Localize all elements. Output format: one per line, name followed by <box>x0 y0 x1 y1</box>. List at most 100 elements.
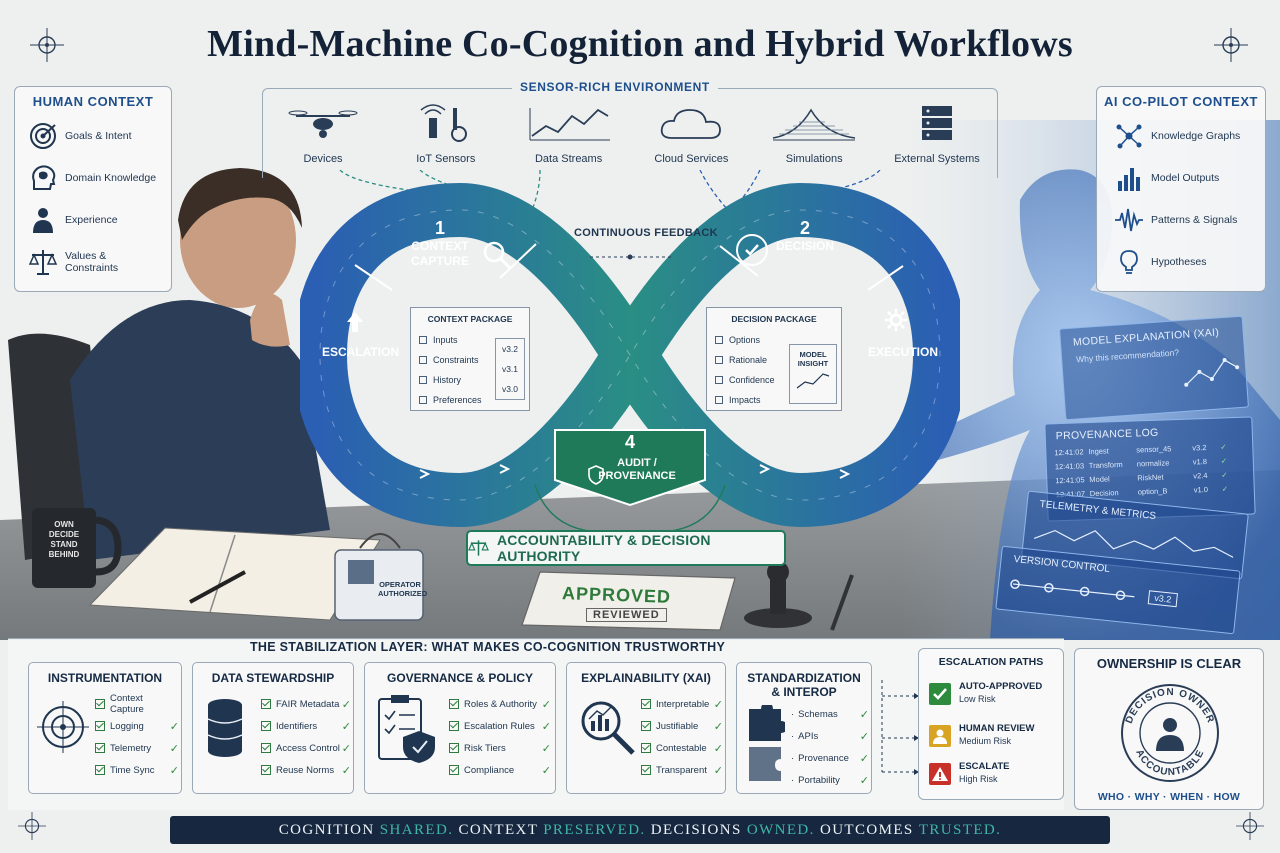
checklist-item: ·Schemas✓ <box>791 708 869 721</box>
magnifier-icon <box>483 241 513 271</box>
checklist-item: ·Provenance✓ <box>791 752 869 765</box>
segment-divider <box>719 245 759 277</box>
target-icon <box>21 119 65 153</box>
human-context-item: Experience <box>21 199 171 241</box>
human-context-panel: HUMAN CONTEXT Goals & Intent Domain Know… <box>14 86 172 292</box>
instrumentation-card: INSTRUMENTATION Context Capture Logging✓… <box>28 662 182 794</box>
data-stewardship-card: DATA STEWARDSHIP FAIR Metadata✓ Identifi… <box>192 662 354 794</box>
checklist-item: Logging✓ <box>95 715 179 737</box>
ai-context-panel: AI CO-PILOT CONTEXT Knowledge Graphs Mod… <box>1096 86 1266 292</box>
human-context-title: HUMAN CONTEXT <box>32 94 154 109</box>
trend-chart-icon <box>796 373 830 389</box>
environment-item: Data Streams <box>514 104 624 165</box>
stage-escalation: ESCALATION <box>322 345 400 359</box>
page-title: Mind-Machine Co-Cognition and Hybrid Wor… <box>207 23 1073 65</box>
context-package-item: Inputs <box>419 330 482 350</box>
crosshair-icon <box>18 812 46 840</box>
checklist-item: FAIR Metadata✓ <box>261 693 351 715</box>
shield-icon <box>588 465 604 485</box>
environment-title: SENSOR-RICH ENVIRONMENT <box>512 80 718 94</box>
ai-context-item: Hypotheses <box>1107 241 1265 283</box>
explainability-card: EXPLAINABILITY (XAI) Interpretable✓ Just… <box>566 662 726 794</box>
stage-execution: EXECUTION <box>868 345 939 359</box>
stage-audit-provenance: 4 AUDIT / PROVENANCE <box>598 432 676 482</box>
stage-context-capture: 1 CONTEXT CAPTURE <box>410 218 469 268</box>
checklist-item: Escalation Rules✓ <box>449 715 551 737</box>
gear-icon <box>885 309 907 331</box>
ai-context-item: Patterns & Signals <box>1107 199 1265 241</box>
checklist-item: Contestable✓ <box>641 737 723 759</box>
decision-package-item: Confidence <box>715 370 775 390</box>
arrow-up-icon <box>347 312 363 332</box>
person-icon <box>21 203 65 237</box>
checklist-item: Telemetry✓ <box>95 737 179 759</box>
context-package: CONTEXT PACKAGE Inputs Constraints Histo… <box>410 307 530 411</box>
audit-segment <box>554 429 706 507</box>
segment-divider <box>354 264 393 291</box>
checklist-item: Access Control✓ <box>261 737 351 759</box>
human-context-item: Values & Constraints <box>21 241 171 283</box>
checklist-item: ·APIs✓ <box>791 730 869 743</box>
crosshair-icon <box>1214 28 1248 62</box>
feedback-dot <box>627 254 633 260</box>
crosshair-target-icon <box>37 701 89 753</box>
warning-icon <box>929 763 951 785</box>
checklist-item: Roles & Authority✓ <box>449 693 551 715</box>
decision-package: DECISION PACKAGE Options Rationale Confi… <box>706 307 842 411</box>
decision-owner-seal: DECISION OWNER ACCOUNTABLE <box>1121 684 1219 782</box>
version-timeline-icon <box>1010 579 1135 601</box>
xai-panel: MODEL EXPLANATION (XAI) Why this recomme… <box>1059 315 1249 421</box>
human-context-item: Goals & Intent <box>21 115 171 157</box>
crosshair-icon <box>30 28 64 62</box>
telemetry-chart-icon <box>1033 529 1234 558</box>
stage-decision: 2 DECISION <box>775 218 834 253</box>
stabilization-title: THE STABILIZATION LAYER: WHAT MAKES CO-C… <box>250 640 726 654</box>
person-icon <box>929 725 951 747</box>
chevron-right-icon <box>499 464 511 474</box>
graph-icon <box>1107 119 1151 153</box>
environment-item: External Systems <box>882 104 992 165</box>
decision-package-item: Impacts <box>715 390 775 410</box>
environment-item: Simulations <box>759 104 869 165</box>
checklist-item: Reuse Norms✓ <box>261 759 351 781</box>
checklist-item: Transparent✓ <box>641 759 723 781</box>
feed-line <box>735 170 761 207</box>
surface-plot-icon <box>773 108 856 141</box>
checklist-item: Identifiers✓ <box>261 715 351 737</box>
network-icon <box>1184 358 1240 387</box>
checklist-item: Context Capture <box>95 693 179 715</box>
scales-icon <box>468 540 489 556</box>
reviewed-stamp: REVIEWED <box>586 608 667 622</box>
feed-line <box>531 170 541 211</box>
checklist-item: Risk Tiers✓ <box>449 737 551 759</box>
waveform-icon <box>1107 203 1151 237</box>
decision-package-item: Options <box>715 330 775 350</box>
database-icon <box>207 699 243 757</box>
accountability-banner: ACCOUNTABILITY & DECISION AUTHORITY <box>466 530 786 566</box>
puzzle-icon <box>749 705 785 781</box>
clipboard-shield-icon <box>378 695 435 763</box>
check-icon <box>929 683 951 705</box>
checklist-item: Interpretable✓ <box>641 693 723 715</box>
ownership-panel: OWNERSHIP IS CLEAR DECISION OWNER ACCOUN… <box>1074 648 1264 810</box>
telemetry-panel: TELEMETRY & METRICS <box>1021 490 1249 580</box>
environment-item: Cloud Services <box>636 104 746 165</box>
context-package-item: Preferences <box>419 390 482 410</box>
chevron-right-icon <box>839 469 851 479</box>
sensor-icon <box>420 104 467 142</box>
bar-chart-icon <box>1107 161 1151 195</box>
lightbulb-icon <box>1107 245 1151 279</box>
context-package-item: Constraints <box>419 350 482 370</box>
escalation-connectors <box>881 680 919 775</box>
ai-context-title: AI CO-PILOT CONTEXT <box>1104 94 1258 109</box>
ai-context-item: Knowledge Graphs <box>1107 115 1265 157</box>
human-context-item: Domain Knowledge <box>21 157 171 199</box>
segment-divider <box>499 243 537 279</box>
drone-icon <box>288 110 358 138</box>
context-package-item: History <box>419 370 482 390</box>
scales-icon <box>21 245 65 279</box>
server-icon <box>921 106 952 140</box>
checklist-item: Time Sync✓ <box>95 759 179 781</box>
